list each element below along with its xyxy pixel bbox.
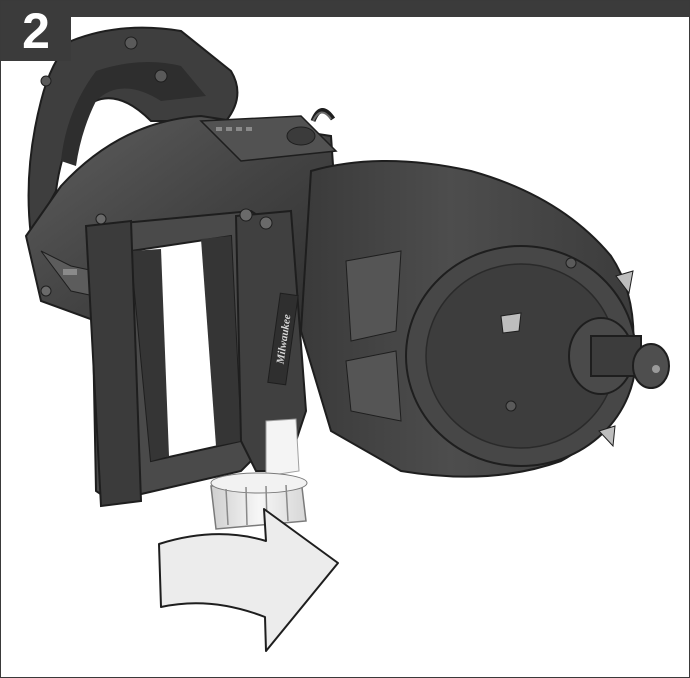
rear-handle bbox=[27, 26, 239, 240]
adjustment-collar bbox=[210, 418, 308, 530]
step-number-badge: 2 bbox=[1, 1, 71, 61]
hammer-case bbox=[299, 160, 670, 478]
side-handle: Milwaukee bbox=[84, 208, 308, 508]
top-bar bbox=[1, 1, 689, 17]
rotation-arrow-icon bbox=[158, 508, 339, 652]
